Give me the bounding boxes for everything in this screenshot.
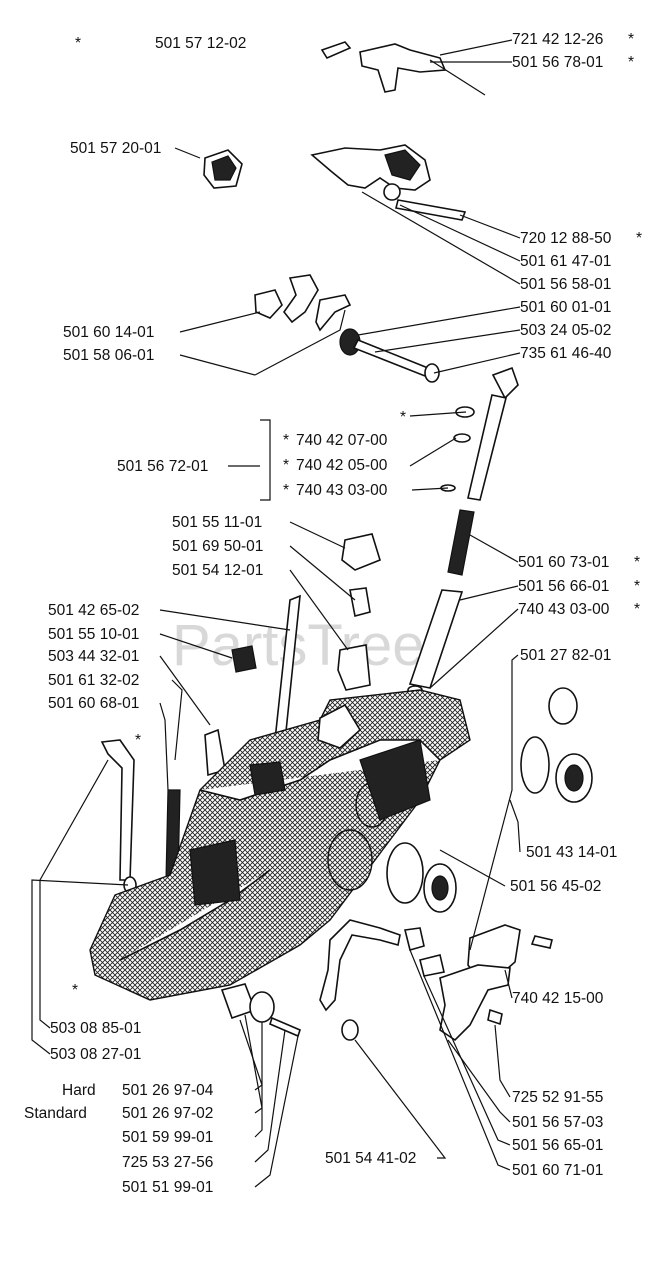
throttle-trigger-assembly <box>203 144 467 221</box>
part-label-p01: 501 57 12-02 <box>155 35 246 52</box>
part-star-p21: * <box>634 578 640 595</box>
part-star-p05: * <box>636 230 642 247</box>
part-label-p15: 740 42 05-00 <box>296 457 388 474</box>
marker-star-3: * <box>72 982 78 999</box>
part-star-p02: * <box>628 31 634 48</box>
part-label-p40: 725 52 91-55 <box>512 1089 603 1106</box>
oil-cap-and-pump-parts <box>231 533 381 691</box>
part-label-p38: 501 51 99-01 <box>122 1179 213 1196</box>
part-label-p20: 501 60 73-01 <box>518 554 609 571</box>
part-label-p37: 725 53 27-56 <box>122 1154 213 1171</box>
part-label-p10: 503 24 05-02 <box>520 322 611 339</box>
part-star-p16: * <box>283 482 289 499</box>
part-label-p04: 501 57 20-01 <box>70 140 161 157</box>
part-prefix-p34: Hard <box>62 1082 96 1099</box>
part-label-p32: 503 08 85-01 <box>50 1020 141 1037</box>
part-label-p29: 501 43 14-01 <box>526 844 617 861</box>
throttle-lockout-assembly <box>320 41 486 96</box>
leader-lines <box>31 39 521 1188</box>
part-label-p43: 501 60 71-01 <box>512 1162 603 1179</box>
part-star-p14: * <box>283 432 289 449</box>
part-label-p34: 501 26 97-04 <box>122 1082 214 1099</box>
part-label-p42: 501 56 65-01 <box>512 1137 603 1154</box>
part-label-p19: 501 54 12-01 <box>172 562 263 579</box>
part-star-p22: * <box>634 601 640 618</box>
part-label-p35: 501 26 97-02 <box>122 1105 213 1122</box>
part-label-p16: 740 43 03-00 <box>296 482 388 499</box>
part-star-p20: * <box>634 554 640 571</box>
part-label-p02: 721 42 12-26 <box>512 31 603 48</box>
part-label-p07: 501 56 58-01 <box>520 276 611 293</box>
part-label-p09: 501 60 14-01 <box>63 324 154 341</box>
part-label-p17: 501 55 11-01 <box>172 514 262 531</box>
part-label-p11: 501 58 06-01 <box>63 347 154 364</box>
part-label-p23: 501 42 65-02 <box>48 602 139 619</box>
part-label-p24: 501 55 10-01 <box>48 626 139 643</box>
part-label-p25: 503 44 32-01 <box>48 648 139 665</box>
part-label-p41: 501 56 57-03 <box>512 1114 603 1131</box>
crankcase-housing <box>89 689 471 1001</box>
part-label-p36: 501 59 99-01 <box>122 1129 213 1146</box>
part-labels: * 501 57 12-02 721 42 12-26 * 501 56 78-… <box>24 31 642 1196</box>
marker-star-2: * <box>135 732 141 749</box>
choke-linkage-assembly <box>254 274 440 383</box>
part-label-p06: 501 61 47-01 <box>520 253 611 270</box>
part-label-p31: 740 42 15-00 <box>512 990 604 1007</box>
part-star-p15: * <box>283 457 289 474</box>
part-prefix-p35: Standard <box>24 1105 87 1122</box>
fuel-filler-neck-assembly <box>407 366 519 695</box>
part-label-p03: 501 56 78-01 <box>512 54 603 71</box>
part-label-p14: 740 42 07-00 <box>296 432 388 449</box>
watermark: PartsTree <box>172 613 424 678</box>
bottom-small-parts <box>220 919 553 1042</box>
part-label-p12: 735 61 46-40 <box>520 345 612 362</box>
part-label-p08: 501 60 01-01 <box>520 299 611 316</box>
part-star-p03: * <box>628 54 634 71</box>
part-label-p13: 501 56 72-01 <box>117 458 208 475</box>
part-label-p01: * <box>75 35 81 52</box>
part-label-p22: 740 43 03-00 <box>518 601 610 618</box>
part-label-p05: 720 12 88-50 <box>520 230 612 247</box>
part-label-p27: 501 60 68-01 <box>48 695 139 712</box>
part-label-p21: 501 56 66-01 <box>518 578 609 595</box>
part-label-p33: 503 08 27-01 <box>50 1046 141 1063</box>
marker-star-1: * <box>400 409 406 426</box>
part-label-p30: 501 56 45-02 <box>510 878 601 895</box>
part-label-p26: 501 61 32-02 <box>48 672 139 689</box>
part-label-p18: 501 69 50-01 <box>172 538 263 555</box>
part-label-p39: 501 54 41-02 <box>325 1150 416 1167</box>
part-label-p28: 501 27 82-01 <box>520 647 611 664</box>
right-side-seals <box>386 687 593 913</box>
